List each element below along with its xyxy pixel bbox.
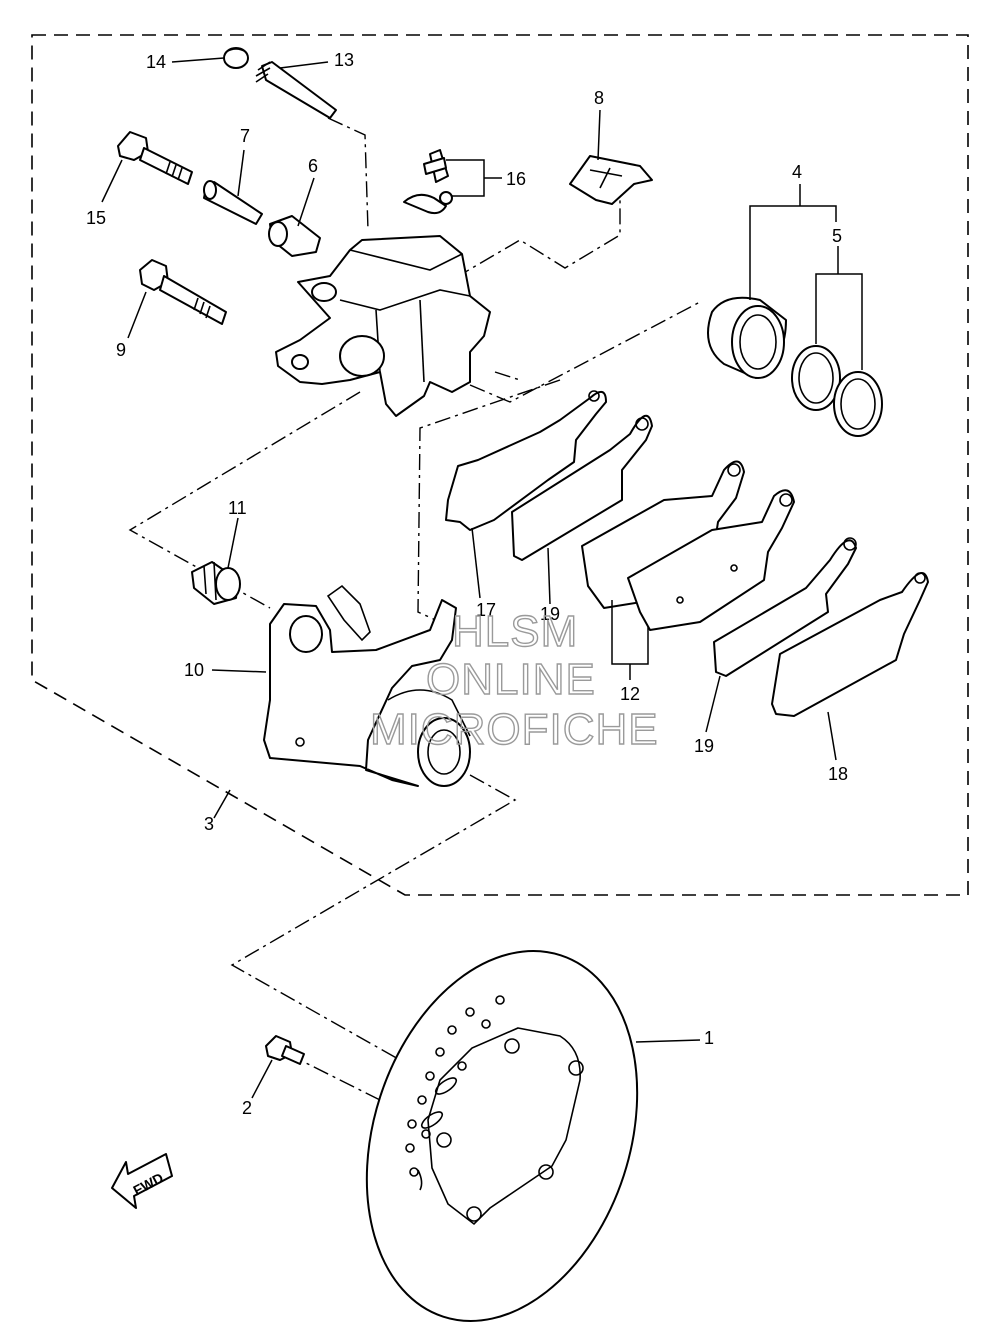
callout-16: 16	[506, 169, 526, 189]
callout-numbers: 14 13 8 7 6 16 4 15 5 9 11 17 19 10 12 1…	[86, 50, 848, 1118]
part-7-sleeve	[203, 180, 263, 225]
callout-1: 1	[704, 1028, 714, 1048]
callout-11: 11	[228, 498, 247, 518]
part-11-bush	[191, 561, 241, 605]
watermark-line-3: MICROFICHE	[370, 705, 659, 754]
fwd-direction-arrow: FWD	[111, 1153, 173, 1209]
callout-14: 14	[146, 52, 166, 72]
callout-2: 2	[242, 1098, 252, 1118]
part-5-seals	[791, 345, 883, 437]
part-14-cap	[223, 47, 249, 69]
watermark-line-2: ONLINE	[426, 655, 596, 704]
part-17-shim	[445, 390, 607, 531]
assembly-boundary	[31, 34, 969, 896]
part-1-brake-disc	[365, 950, 639, 1322]
watermark: HLSM ONLINE MICROFICHE	[369, 606, 659, 754]
callout-4: 4	[792, 162, 802, 182]
caliper-body	[275, 235, 491, 417]
part-8-pad-spring	[569, 155, 653, 205]
callout-12: 12	[620, 684, 640, 704]
callout-19-upper: 19	[540, 604, 560, 624]
callout-18: 18	[828, 764, 848, 784]
watermark-line-1: HLSM	[452, 607, 578, 656]
part-13-pad-pin	[255, 61, 337, 119]
part-18-shim	[771, 572, 929, 717]
part-2-disc-bolt	[265, 1035, 305, 1065]
part-19-pad-upper	[511, 414, 653, 561]
callout-3: 3	[204, 814, 214, 834]
callout-13: 13	[334, 50, 354, 70]
callout-7: 7	[240, 126, 250, 146]
part-19-pad-lower	[713, 537, 857, 677]
callout-15: 15	[86, 208, 106, 228]
part-6-boot	[268, 215, 321, 257]
callout-10: 10	[184, 660, 204, 680]
part-12-pad-set	[581, 460, 795, 631]
disc-vent-holes	[405, 995, 505, 1191]
part-15-bolt	[117, 131, 193, 185]
callout-5: 5	[832, 226, 842, 246]
callout-6: 6	[308, 156, 318, 176]
part-10-bracket	[263, 584, 471, 787]
alignment-lines	[128, 117, 701, 1101]
callout-17: 17	[476, 600, 496, 620]
callout-9: 9	[116, 340, 126, 360]
callout-19-lower: 19	[694, 736, 714, 756]
part-4-piston	[707, 296, 787, 379]
part-16-bleed-screw	[403, 149, 453, 215]
part-9-bolt	[139, 259, 227, 325]
leader-lines	[101, 57, 863, 1099]
callout-8: 8	[594, 88, 604, 108]
